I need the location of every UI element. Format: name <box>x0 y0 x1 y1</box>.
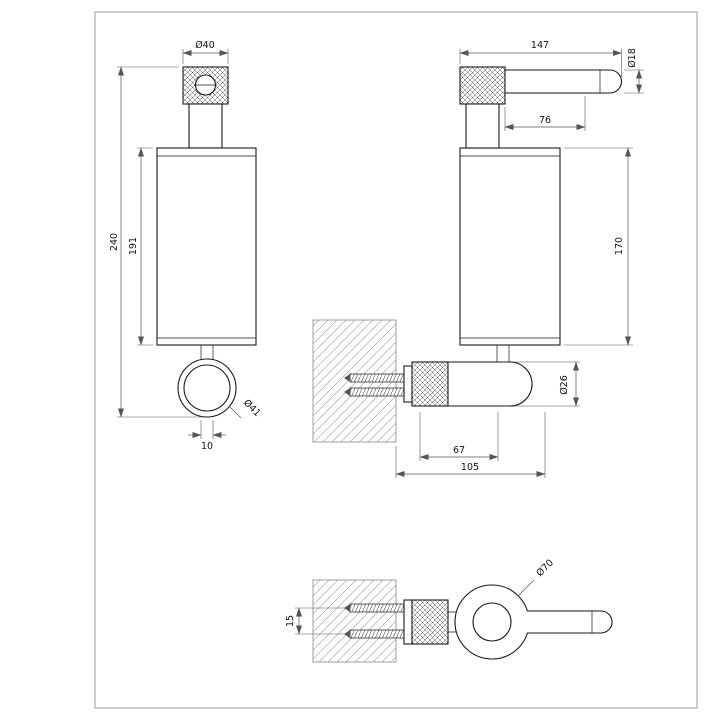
side-body <box>459 147 561 346</box>
side-view: 147 Ø18 76 170 Ø26 67 <box>312 40 644 478</box>
dim-side-lever-length-label: 76 <box>539 115 551 126</box>
dim-top-ring-diameter: Ø70 <box>517 557 556 597</box>
dim-front-pump-diameter-label: Ø40 <box>195 40 215 51</box>
dim-side-depth-inner-label: 67 <box>453 445 465 456</box>
side-pump-neck <box>465 103 500 149</box>
top-wall-plate <box>312 579 397 663</box>
dim-front-overall-height-label: 240 <box>109 233 120 251</box>
top-knurled-collar <box>411 599 449 645</box>
side-ring-holder <box>447 361 533 407</box>
dim-side-height: 170 <box>564 147 633 346</box>
top-flange <box>403 599 413 645</box>
dim-side-lever-diameter-label: Ø18 <box>627 48 638 68</box>
dim-side-lever-length: 76 <box>504 96 586 131</box>
side-pump-head <box>459 66 506 105</box>
dim-front-body-height-label: 191 <box>128 237 139 255</box>
dim-side-lever-diameter: Ø18 <box>624 48 644 94</box>
side-screws <box>344 373 405 397</box>
dim-front-ring-diameter-label: Ø41 <box>241 397 263 419</box>
dim-front-overall-height: 240 <box>109 66 203 418</box>
dim-side-height-label: 170 <box>614 237 625 255</box>
dim-front-stem-width-label: 10 <box>201 441 213 452</box>
dim-side-holder-diameter: Ø26 <box>513 361 580 407</box>
dim-front-stem-width: 10 <box>188 420 226 452</box>
dim-side-depth-inner: 67 <box>419 412 499 461</box>
dim-side-holder-diameter-label: Ø26 <box>559 375 570 395</box>
dim-front-ring-diameter: Ø41 <box>228 397 263 419</box>
top-neck-lines <box>448 611 457 633</box>
front-ring-inner <box>183 364 231 412</box>
front-view: Ø40 240 191 Ø41 10 <box>109 40 263 452</box>
side-lever <box>504 69 622 94</box>
dim-top-ring-diameter-label: Ø70 <box>534 557 556 579</box>
top-lever <box>527 610 613 634</box>
side-knurled-collar <box>411 361 449 407</box>
dim-top-screw-spacing: 15 <box>285 607 346 635</box>
side-body-cap-lines <box>460 155 560 339</box>
dim-front-pump-diameter: Ø40 <box>182 40 229 64</box>
dim-side-overall-width-label: 147 <box>531 40 549 51</box>
drawing-border <box>94 11 698 709</box>
dim-side-depth-overall: 105 <box>395 412 546 478</box>
top-view: 15 Ø70 <box>285 557 613 663</box>
dim-side-depth-overall-label: 105 <box>461 462 479 473</box>
dim-top-screw-spacing-label: 15 <box>285 615 296 627</box>
side-flange <box>403 365 413 403</box>
top-ring-inner <box>472 602 512 642</box>
dim-front-body-height: 191 <box>128 147 153 346</box>
front-body-cap-lines <box>157 155 256 339</box>
side-stem <box>496 345 510 362</box>
front-body <box>156 147 257 346</box>
front-pump-neck <box>188 103 223 149</box>
dim-side-overall-width: 147 <box>459 40 622 77</box>
